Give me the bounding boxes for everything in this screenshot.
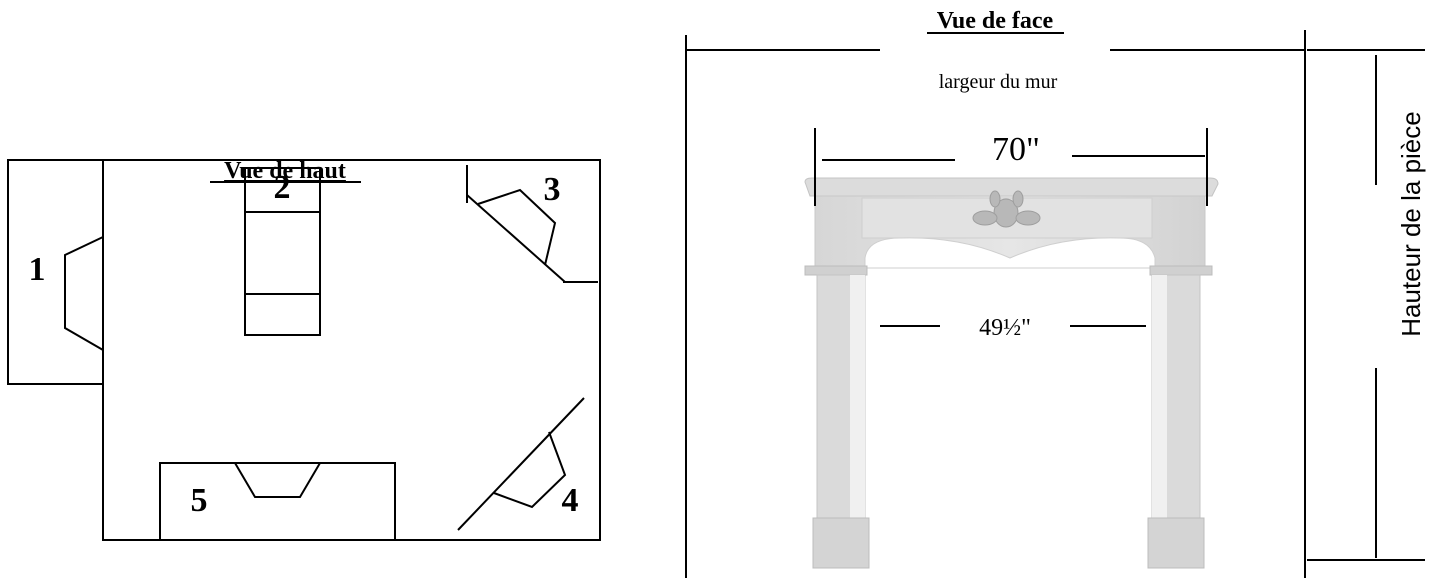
position-2: 2 <box>244 167 321 336</box>
wall-width-label: largeur du mur <box>939 71 1058 93</box>
room-height-dimension <box>1307 49 1425 561</box>
wall-outline <box>685 30 1306 578</box>
mantel-capital-left <box>804 265 868 276</box>
mantel-width-value: 70" <box>992 131 1040 168</box>
position-1-fireplace: 1 <box>7 159 104 385</box>
front-view: Vue de face largeur du mur <box>685 8 1426 578</box>
position-3-hearth <box>477 188 557 266</box>
position-label-4: 4 <box>562 482 579 519</box>
position-label-1: 1 <box>29 251 46 288</box>
mantel-carving <box>972 190 1041 228</box>
top-view: Vue de haut 1 2 3 4 <box>7 158 601 541</box>
mantel-pilaster-left-inner <box>850 275 865 520</box>
room-height-label: Hauteur de la pièce <box>1396 111 1426 336</box>
mantel-capital-right <box>1149 265 1213 276</box>
position-5-hearth <box>234 462 321 498</box>
position-label-3: 3 <box>544 171 561 208</box>
position-3: 3 <box>466 165 598 283</box>
mantel-width-dimension <box>814 128 1208 206</box>
opening-width-value: 49½" <box>979 315 1031 341</box>
front-view-title: Vue de face <box>937 8 1054 34</box>
fireplace-hearth <box>64 236 104 351</box>
fireplace-mantel-image <box>804 177 1219 569</box>
position-label-2: 2 <box>274 169 291 206</box>
mantel-plinth-left <box>812 517 870 569</box>
fireplace-box <box>7 159 104 385</box>
room-outline <box>102 159 601 541</box>
mantel-plinth-right <box>1147 517 1205 569</box>
position-5-box <box>159 462 396 541</box>
position-4-wall <box>457 397 585 531</box>
position-4: 4 <box>457 397 585 531</box>
mantel-pilaster-right-inner <box>1152 275 1167 520</box>
position-4-hearth <box>493 431 567 509</box>
position-3-wall-b <box>466 194 566 283</box>
position-label-5: 5 <box>191 482 208 519</box>
position-5: 5 <box>159 462 396 541</box>
mantel-arch <box>864 237 1156 269</box>
mantel-shelf <box>804 177 1219 197</box>
position-2-box <box>244 167 321 336</box>
